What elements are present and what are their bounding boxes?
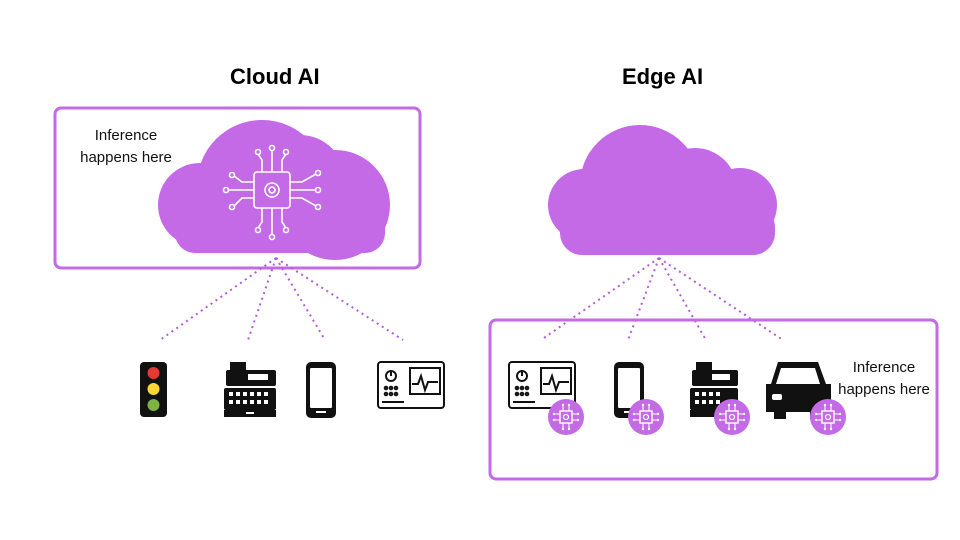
car-icon bbox=[766, 362, 831, 419]
cloud-ai-cloud-icon bbox=[158, 120, 390, 260]
edge-ai-frame bbox=[488, 318, 939, 481]
traffic-light-icon bbox=[140, 362, 167, 417]
cloud-ai-title: Cloud AI bbox=[230, 64, 320, 89]
monitor-device-icon bbox=[377, 361, 445, 409]
edge-ai-connectors bbox=[540, 257, 784, 341]
edge-chip-icon bbox=[809, 398, 847, 436]
cloud-inference-label: Inference happens here bbox=[80, 127, 172, 166]
cash-register-icon bbox=[224, 362, 276, 417]
edge-inference-label: Inference happens here bbox=[838, 359, 930, 398]
edge-ai-title: Edge AI bbox=[622, 64, 704, 89]
monitor-device-icon bbox=[508, 361, 576, 409]
cloud-ai-frame bbox=[53, 106, 422, 270]
edge-ai-cloud-icon bbox=[548, 125, 777, 255]
cloud-ai-connectors bbox=[159, 257, 404, 341]
edge-chip-icon bbox=[627, 398, 665, 436]
edge-chip-icon bbox=[547, 398, 585, 436]
edge-chip-icon bbox=[713, 398, 751, 436]
processor-chip-icon bbox=[222, 144, 322, 241]
smartphone-icon bbox=[306, 362, 336, 418]
